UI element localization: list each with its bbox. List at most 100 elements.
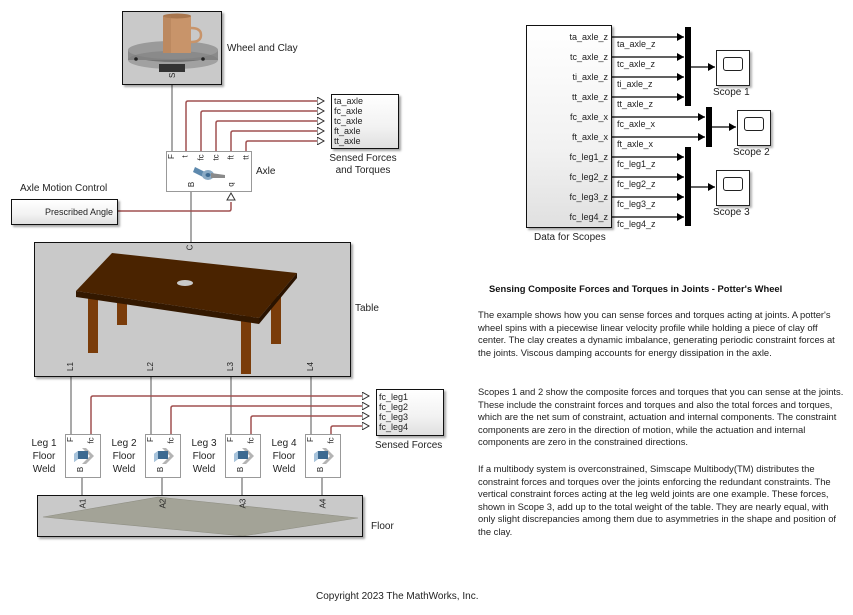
data-for-scopes-label: Data for Scopes [534, 232, 606, 243]
leg1-port-fc: fc [86, 437, 96, 444]
weld-joint-icon [314, 448, 334, 464]
leg3-label-line1: Leg 3 [191, 438, 217, 449]
outport-tt-axle-z: tt_axle_z [571, 92, 608, 102]
leg4-port-b: B [316, 466, 326, 473]
leg1-label-line1: Leg 1 [31, 438, 57, 449]
ta-axle-signal[interactable] [185, 101, 324, 151]
signal-connections [90, 101, 369, 434]
prescribed-angle-signal[interactable] [117, 202, 232, 212]
floor-port-a4: A4 [318, 498, 328, 509]
signal-label-ft-axle-x: ft_axle_x [617, 139, 654, 149]
axle-q-inport-arrow [226, 191, 236, 201]
outport-fc-leg2-z: fc_leg2_z [569, 172, 608, 182]
outport-ft-axle-x: ft_axle_x [571, 132, 608, 142]
physical-connections [70, 84, 323, 495]
mux-3[interactable] [685, 147, 691, 226]
leg1-label-line3: Weld [32, 464, 56, 475]
leg3-port-fc: fc [246, 437, 256, 444]
axle-port-q: q [226, 182, 236, 187]
revolute-joint-icon [193, 167, 225, 180]
scope-screen-icon [744, 117, 764, 131]
inport-fc-axle: fc_axle [334, 106, 363, 116]
signal-label-ti-axle-z: ti_axle_z [617, 79, 653, 89]
inport-tc-axle: tc_axle [334, 116, 363, 126]
inport-fc-leg2: fc_leg2 [379, 402, 409, 412]
inport-ta-axle: ta_axle [334, 96, 364, 106]
leg2-label-line2: Floor [112, 451, 136, 462]
inport-fc-leg1: fc_leg1 [379, 392, 409, 402]
weld-joint-icon [234, 448, 254, 464]
sensed-forces-torques-subsystem[interactable]: ta_axle fc_axle tc_axle ft_axle tt_axle [331, 94, 399, 149]
model-title: Sensing Composite Forces and Torques in … [489, 283, 783, 294]
leg4-label-line3: Weld [272, 464, 296, 475]
floor-label: Floor [371, 521, 394, 532]
mux-2[interactable] [706, 107, 712, 147]
leg2-port-f: F [145, 437, 155, 442]
weld-joint-icon [74, 448, 94, 464]
scope-2-label: Scope 2 [733, 147, 770, 158]
leg1-port-b: B [76, 466, 86, 473]
axle-port-fc: fc [196, 154, 206, 161]
scope-1-block[interactable] [716, 50, 750, 86]
leg1-floor-weld-block[interactable]: F fc B [65, 434, 101, 478]
leg3-label-line3: Weld [192, 464, 216, 475]
description-paragraph-1: The example shows how you can sense forc… [478, 309, 835, 358]
leg3-label-line2: Floor [192, 451, 216, 462]
axle-label: Axle [256, 166, 276, 177]
table-port-l3: L3 [225, 362, 235, 371]
floor-port-a1: A1 [78, 498, 88, 509]
leg1-label-line2: Floor [32, 451, 56, 462]
axle-port-tt: tt [241, 155, 251, 160]
axle-port-t: t [180, 155, 190, 158]
tc-axle-signal[interactable] [215, 121, 324, 151]
leg4-port-fc: fc [326, 437, 336, 444]
tt-axle-signal[interactable] [245, 141, 324, 151]
data-for-scopes-subsystem[interactable]: ta_axle_z tc_axle_z ti_axle_z tt_axle_z … [526, 25, 612, 228]
leg4-floor-weld-block[interactable]: F fc B [305, 434, 341, 478]
potters-wheel-image: S [128, 13, 218, 78]
leg4-port-f: F [305, 437, 315, 442]
mux-1[interactable] [685, 27, 691, 106]
fc-axle-signal[interactable] [200, 111, 324, 151]
leg4-label-line1: Leg 4 [271, 438, 297, 449]
wheel-and-clay-block[interactable]: S [122, 11, 222, 85]
floor-block[interactable]: A1 A2 A3 A4 [37, 495, 363, 537]
scope-2-block[interactable] [737, 110, 771, 146]
copyright-notice: Copyright 2023 The MathWorks, Inc. [316, 591, 479, 602]
fc-leg1-signal[interactable] [90, 396, 369, 434]
fc-leg2-signal[interactable] [170, 406, 369, 434]
table-port-l4: L4 [305, 362, 315, 371]
sensed-forces-subsystem[interactable]: fc_leg1 fc_leg2 fc_leg3 fc_leg4 [376, 389, 444, 436]
fc-leg3-signal[interactable] [250, 416, 369, 434]
inport-tt-axle: tt_axle [334, 136, 361, 146]
table-port-l1: L1 [65, 362, 75, 371]
table-port-l2: L2 [145, 362, 155, 371]
leg4-label: Leg 4 Floor Weld [266, 437, 302, 476]
outport-fc-leg1-z: fc_leg1_z [569, 152, 608, 162]
axle-motion-control-subsystem[interactable]: Prescribed Angle [11, 199, 118, 225]
scope-3-block[interactable] [716, 170, 750, 206]
ft-axle-signal[interactable] [230, 131, 324, 151]
outport-prescribed-angle: Prescribed Angle [44, 207, 113, 217]
table-image [76, 253, 297, 374]
fc-leg4-signal[interactable] [330, 426, 369, 434]
axle-port-ft: ft [226, 155, 236, 160]
leg2-floor-weld-block[interactable]: F fc B [145, 434, 181, 478]
leg4-label-line2: Floor [272, 451, 296, 462]
outport-tc-axle-z: tc_axle_z [569, 52, 608, 62]
signal-label-ta-axle-z: ta_axle_z [617, 39, 656, 49]
leg2-port-b: B [156, 466, 166, 473]
signal-label-tc-axle-z: tc_axle_z [617, 59, 656, 69]
axle-block[interactable]: F t fc tc ft tt B q [166, 151, 252, 192]
signal-label-fc-leg1-z: fc_leg1_z [617, 159, 656, 169]
outport-fc-leg3-z: fc_leg3_z [569, 192, 608, 202]
scope-screen-icon [723, 57, 743, 71]
leg3-floor-weld-block[interactable]: F fc B [225, 434, 261, 478]
leg3-label: Leg 3 Floor Weld [186, 437, 222, 476]
table-block[interactable]: C L1 L2 L3 L4 [34, 242, 351, 377]
description-paragraph-2: Scopes 1 and 2 show the composite forces… [478, 386, 844, 448]
axle-port-b: B [187, 181, 197, 188]
axle-port-tc: tc [211, 154, 221, 161]
inport-ft-axle: ft_axle [334, 126, 361, 136]
leg2-label: Leg 2 Floor Weld [106, 437, 142, 476]
